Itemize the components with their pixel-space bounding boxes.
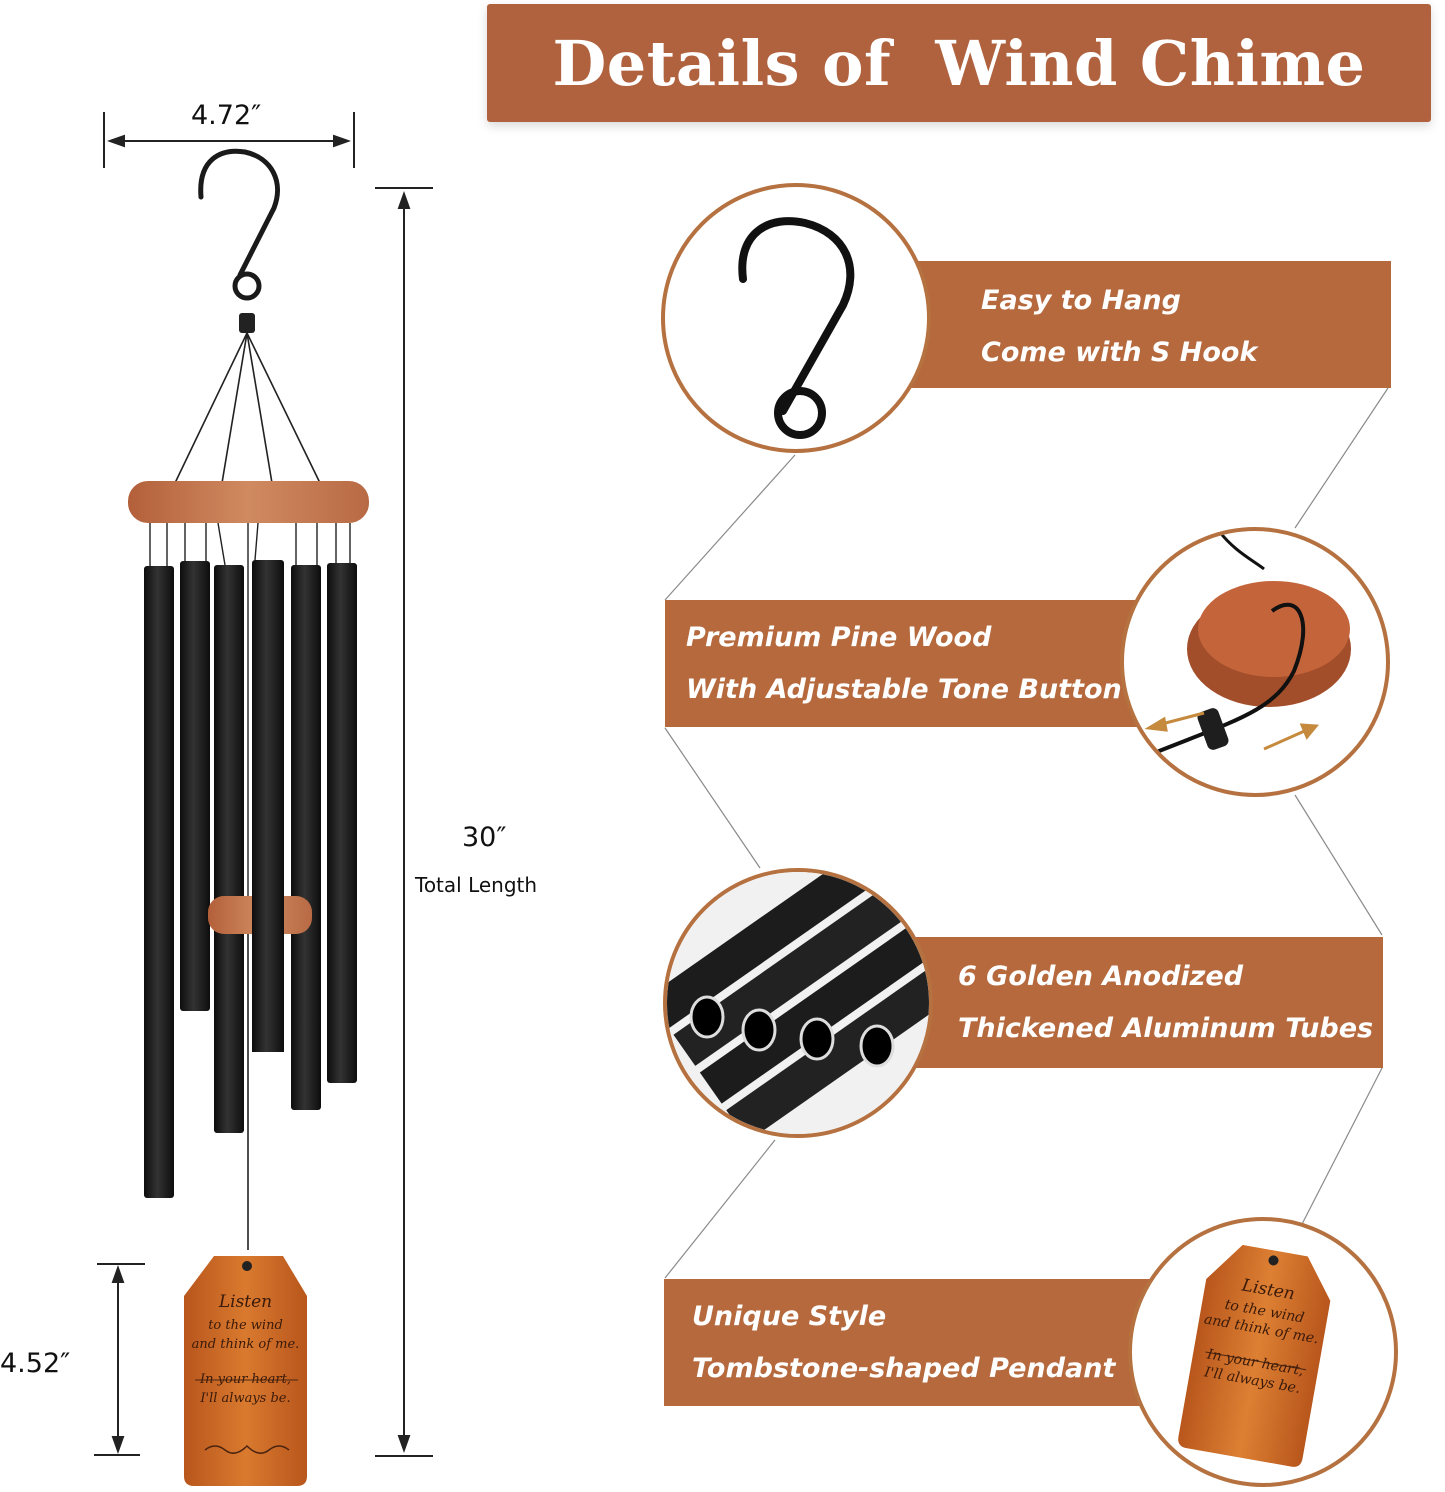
feature-image-tubes — [663, 868, 933, 1138]
wind-chime-illustration — [94, 112, 433, 1486]
page-title: Details of Wind Chime — [552, 26, 1366, 100]
feature-bar-wood: Premium Pine Wood With Adjustable Tone B… — [665, 600, 1155, 727]
s-hook-icon — [198, 148, 280, 301]
pendant-closeup: Listen to the wind and think of me. In y… — [1175, 1239, 1339, 1468]
pendant-line-1: to the wind — [208, 1318, 283, 1333]
length-dimension-line — [375, 187, 433, 1457]
connector-lines — [664, 387, 1389, 1279]
feature-bar-hook: Easy to Hang Come with S Hook — [910, 261, 1391, 388]
feature-3-line-2: Thickened Aluminum Tubes — [958, 1013, 1374, 1044]
wooden-tone-button-icon — [1144, 531, 1351, 755]
feature-1-line-1: Easy to Hang — [981, 285, 1181, 316]
feature-bar-tubes: 6 Golden Anodized Thickened Aluminum Tub… — [905, 937, 1383, 1068]
feature-2-line-1: Premium Pine Wood — [686, 622, 992, 653]
width-dimension-line — [103, 112, 355, 168]
pendant-line-2: and think of me. — [191, 1337, 300, 1352]
total-length-value: 30″ — [462, 822, 507, 853]
feature-2-line-2: With Adjustable Tone Button — [686, 674, 1122, 705]
total-length-label: Total Length — [415, 873, 538, 897]
pendant-script-word: Listen — [218, 1292, 273, 1312]
pendant — [184, 1256, 307, 1486]
feature-image-tone-button — [1120, 527, 1390, 797]
chime-tubes — [144, 560, 357, 1198]
pendant-inscription: Listen to the wind and think of me. In y… — [184, 1292, 307, 1406]
pendant-height-label: 4.52″ — [0, 1348, 71, 1379]
feature-1-line-2: Come with S Hook — [981, 337, 1258, 368]
s-hook-icon — [738, 217, 855, 439]
aluminum-tubes-icon — [667, 872, 929, 1134]
title-banner: Details of Wind Chime — [487, 4, 1431, 122]
pendant-line-4: I'll always be. — [200, 1391, 291, 1406]
width-label: 4.72″ — [191, 100, 262, 131]
wooden-ring — [128, 481, 369, 523]
feature-4-line-2: Tombstone-shaped Pendant — [692, 1353, 1116, 1384]
feature-image-pendant: Listen to the wind and think of me. In y… — [1128, 1217, 1398, 1487]
feature-bar-pendant: Unique Style Tombstone-shaped Pendant — [664, 1279, 1154, 1406]
feature-image-s-hook — [661, 183, 931, 453]
feature-4-line-1: Unique Style — [692, 1301, 887, 1332]
feature-3-line-1: 6 Golden Anodized — [958, 961, 1244, 992]
pendant-dimension-line — [94, 1263, 145, 1456]
pendant-line-3: In your heart, — [200, 1372, 291, 1387]
